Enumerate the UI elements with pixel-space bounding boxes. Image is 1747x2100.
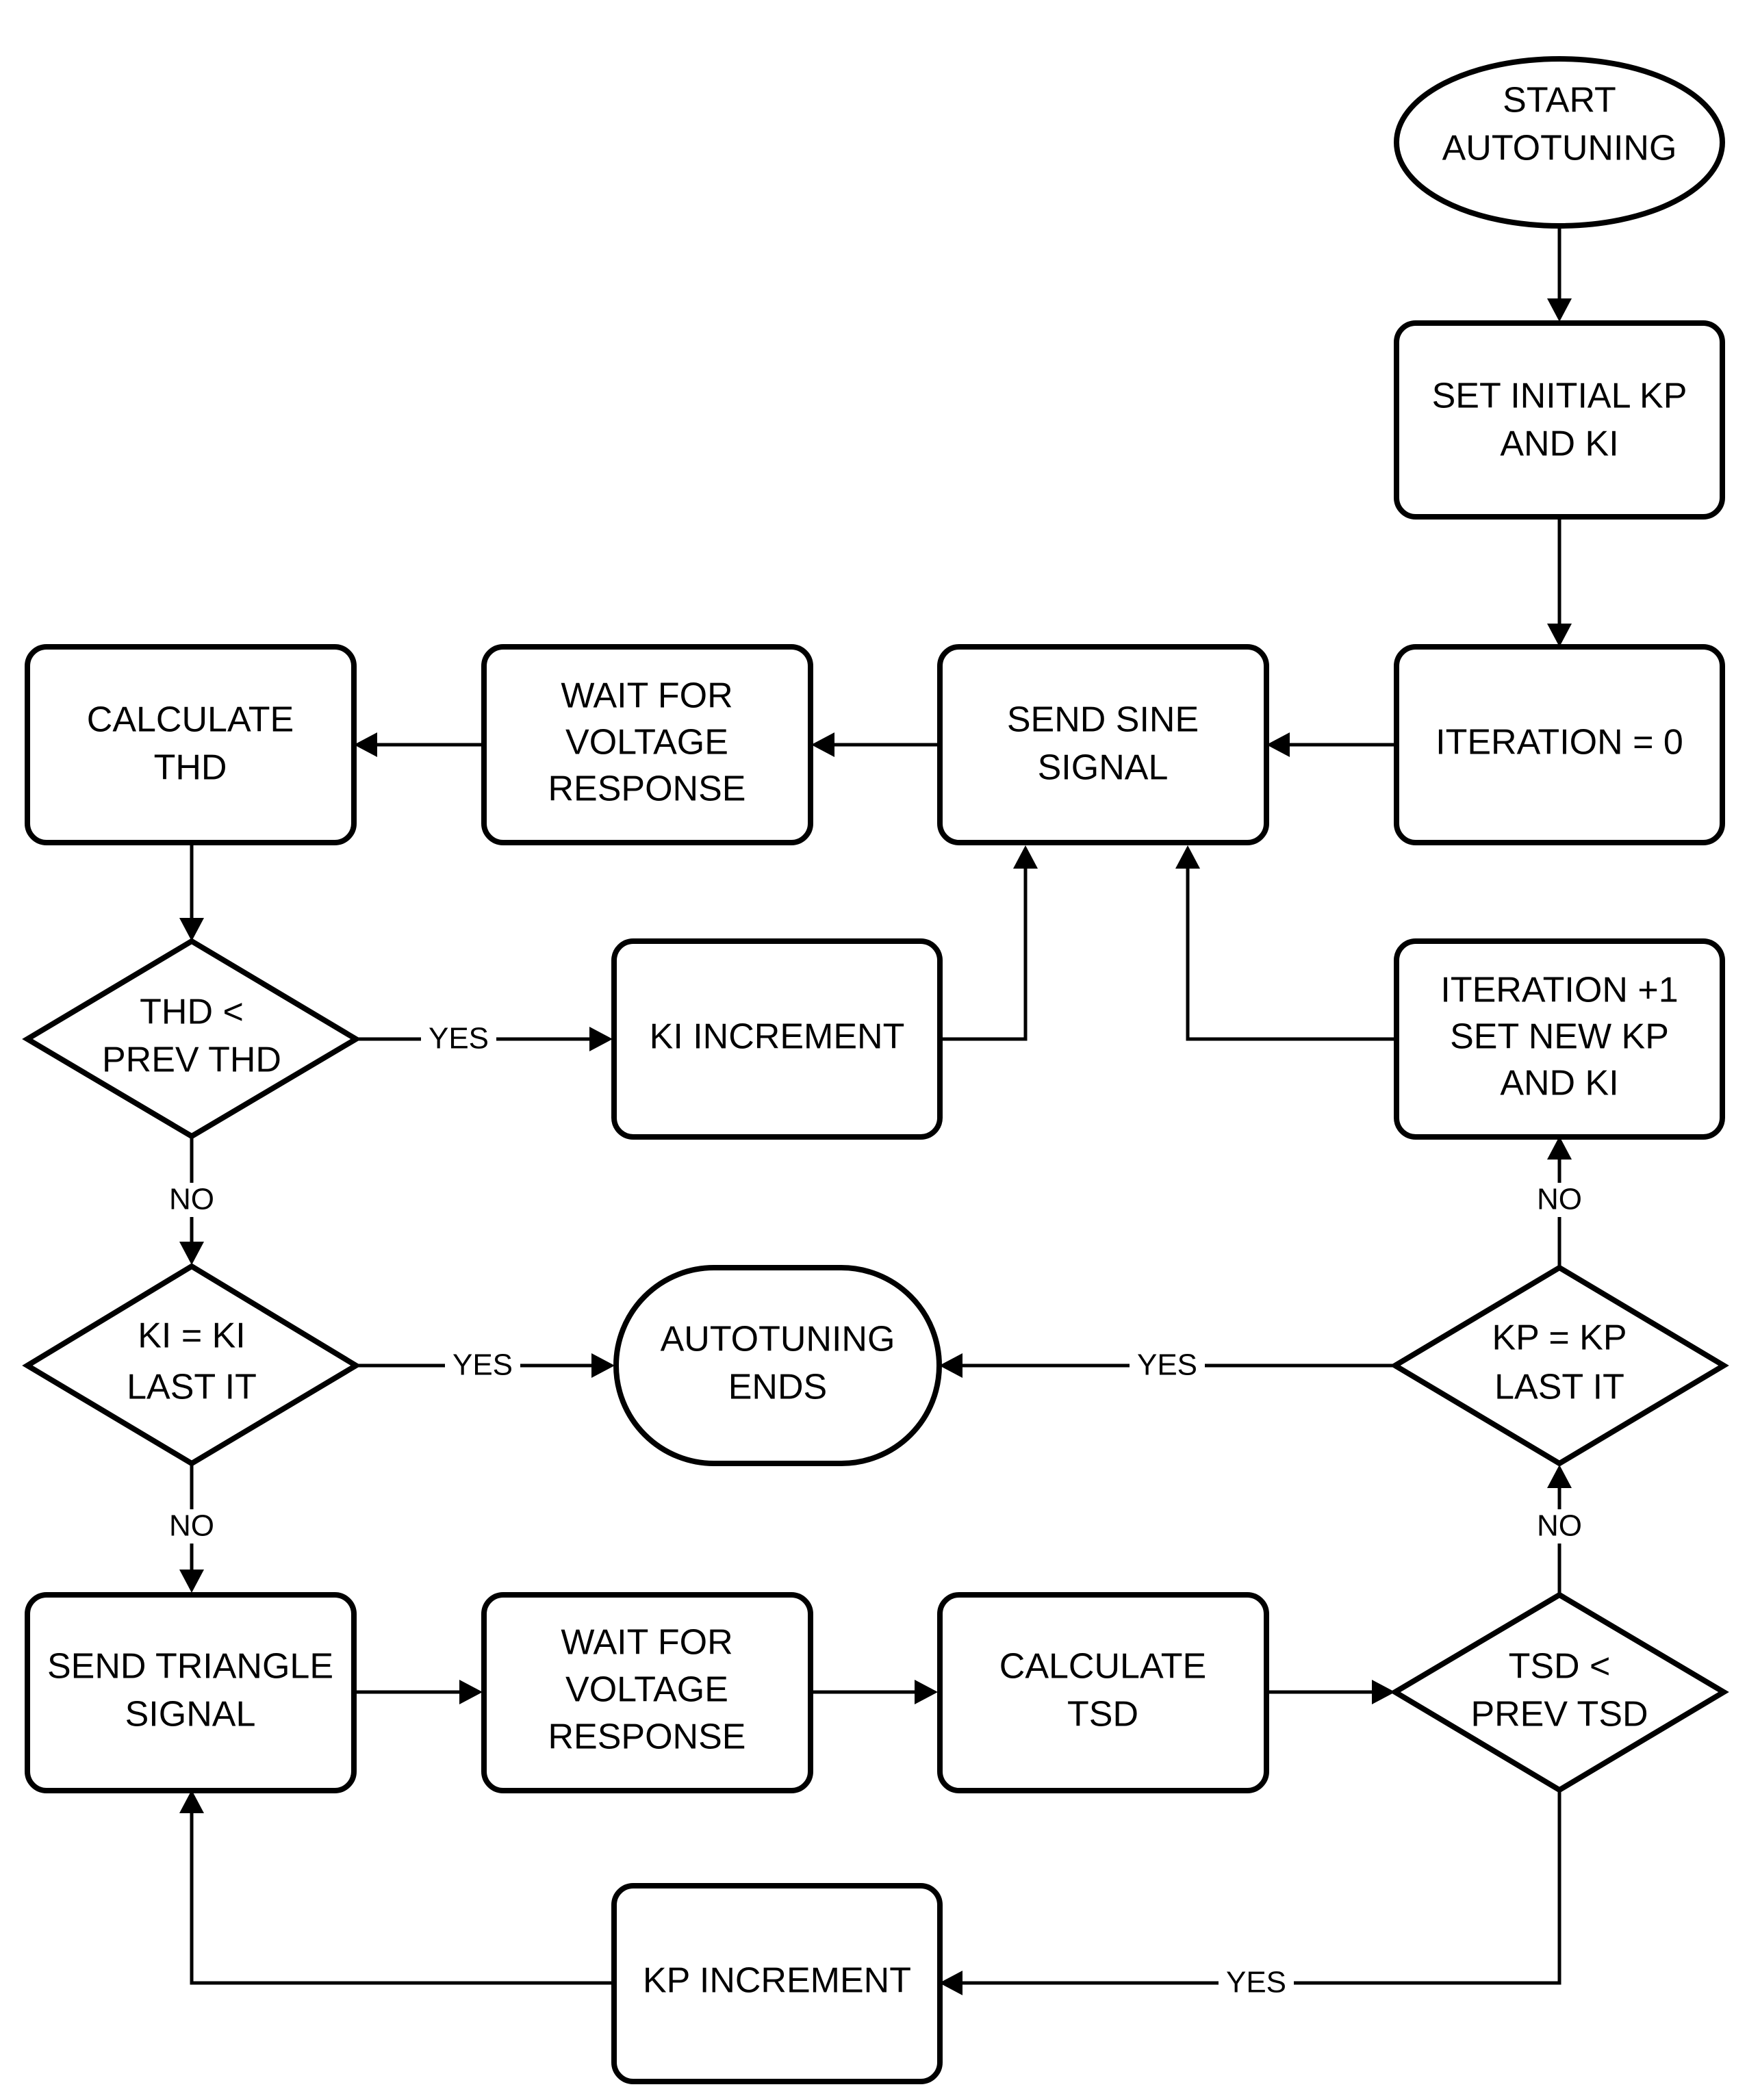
arrowhead xyxy=(1547,624,1572,647)
node-ki-last: KI = KI LAST IT xyxy=(22,1263,361,1467)
node-calc-thd: CALCULATE THD xyxy=(25,644,357,845)
node-calc-tsd: CALCULATE TSD xyxy=(937,1592,1269,1793)
arrowhead xyxy=(915,1680,938,1704)
node-thd-decision: THD < PREV THD xyxy=(22,938,361,1140)
label-ki-last-no: NO xyxy=(169,1509,214,1543)
edge-tsd-yes-to-kp-increment xyxy=(960,1790,1561,1985)
arrowhead xyxy=(1175,845,1200,869)
arrowhead xyxy=(811,732,834,757)
node-start-line-2: AUTOTUNING xyxy=(1442,129,1677,168)
arrowhead xyxy=(1372,1680,1395,1704)
node-ki-last-line-2: LAST IT xyxy=(127,1368,257,1407)
arrowhead xyxy=(591,1353,615,1378)
node-iteration-plus-line-3: AND KI xyxy=(1500,1064,1618,1103)
node-thd-decision-line-1: THD < xyxy=(140,993,244,1032)
arrowhead xyxy=(459,1680,483,1704)
label-kp-last-no: NO xyxy=(1537,1183,1582,1216)
node-wait-top-line-2: VOLTAGE xyxy=(565,723,728,763)
node-calc-tsd-line-1: CALCULATE xyxy=(999,1647,1206,1687)
node-set-initial: SET INITIAL KP AND KI xyxy=(1394,320,1725,520)
label-tsd-no: NO xyxy=(1537,1509,1582,1543)
node-iteration-plus-line-1: ITERATION +1 xyxy=(1440,971,1678,1010)
node-calc-thd-line-1: CALCULATE xyxy=(87,700,294,740)
arrowhead xyxy=(939,1353,962,1378)
node-wait-top: WAIT FOR VOLTAGE RESPONSE xyxy=(481,644,813,845)
arrowhead xyxy=(179,1790,204,1813)
arrowhead xyxy=(939,1971,962,1995)
node-wait-bottom: WAIT FOR VOLTAGE RESPONSE xyxy=(481,1592,813,1793)
node-kp-last-line-2: LAST IT xyxy=(1494,1368,1624,1407)
arrowhead xyxy=(1547,1465,1572,1488)
arrowhead xyxy=(1266,732,1290,757)
node-send-triangle-line-2: SIGNAL xyxy=(125,1695,256,1734)
node-calc-thd-line-2: THD xyxy=(154,748,227,788)
node-set-initial-line-1: SET INITIAL KP xyxy=(1432,376,1687,416)
node-kp-increment-line-1: KP INCREMENT xyxy=(643,1961,911,2001)
label-ki-last-yes: YES xyxy=(452,1348,513,1382)
node-kp-increment: KP INCREMENT xyxy=(611,1883,943,2084)
node-calc-tsd-line-2: TSD xyxy=(1067,1695,1138,1734)
node-autotuning-ends-line-2: ENDS xyxy=(728,1368,827,1407)
arrowhead xyxy=(1547,1136,1572,1160)
arrowhead xyxy=(179,1570,204,1593)
arrowhead xyxy=(589,1027,613,1051)
node-tsd-decision: TSD < PREV TSD xyxy=(1390,1591,1729,1793)
node-ki-increment-line-1: KI INCREMENT xyxy=(650,1017,905,1057)
node-wait-top-line-1: WAIT FOR xyxy=(561,676,732,716)
node-wait-bottom-line-3: RESPONSE xyxy=(548,1717,746,1757)
arrowhead xyxy=(179,918,204,941)
node-wait-bottom-line-2: VOLTAGE xyxy=(565,1670,728,1710)
label-thd-yes: YES xyxy=(429,1022,489,1055)
node-start-line-1: START xyxy=(1503,81,1616,120)
edge-ki-increment-to-send-sine xyxy=(941,866,1028,1041)
node-send-sine-line-1: SEND SINE xyxy=(1007,700,1199,740)
label-thd-no: NO xyxy=(169,1183,214,1216)
node-send-triangle: SEND TRIANGLE SIGNAL xyxy=(25,1592,357,1793)
node-iteration-zero-line-1: ITERATION = 0 xyxy=(1436,723,1683,763)
arrowhead xyxy=(1547,298,1572,322)
node-kp-last-line-1: KP = KP xyxy=(1492,1318,1627,1358)
node-iteration-plus-line-2: SET NEW KP xyxy=(1450,1017,1669,1057)
edge-kp-increment-to-send-triangle xyxy=(190,1810,615,1985)
node-wait-top-line-3: RESPONSE xyxy=(548,769,746,809)
arrowhead xyxy=(179,1242,204,1265)
node-send-triangle-line-1: SEND TRIANGLE xyxy=(47,1647,333,1687)
arrowhead xyxy=(1013,845,1038,869)
node-kp-last: KP = KP LAST IT xyxy=(1390,1264,1729,1467)
node-thd-decision-line-2: PREV THD xyxy=(102,1040,281,1080)
node-autotuning-ends-line-1: AUTOTUNING xyxy=(661,1320,895,1359)
node-set-initial-line-2: AND KI xyxy=(1500,424,1618,464)
node-start: START AUTOTUNING xyxy=(1394,56,1725,229)
arrowhead xyxy=(354,732,377,757)
label-tsd-yes: YES xyxy=(1226,1966,1286,1999)
edge-labels: YES NO YES YES NO NO NO YES xyxy=(161,1022,1590,2000)
node-tsd-decision-line-2: PREV TSD xyxy=(1470,1695,1648,1734)
label-kp-last-yes: YES xyxy=(1137,1348,1197,1382)
node-send-sine-line-2: SIGNAL xyxy=(1038,748,1169,788)
node-send-sine: SEND SINE SIGNAL xyxy=(937,644,1269,845)
node-iteration-plus: ITERATION +1 SET NEW KP AND KI xyxy=(1394,938,1725,1140)
node-wait-bottom-line-1: WAIT FOR xyxy=(561,1623,732,1663)
edge-iteration-plus-to-send-sine xyxy=(1186,866,1397,1041)
node-tsd-decision-line-1: TSD < xyxy=(1509,1647,1611,1687)
node-autotuning-ends: AUTOTUNING ENDS xyxy=(613,1265,942,1466)
node-ki-increment: KI INCREMENT xyxy=(611,938,943,1140)
node-iteration-zero: ITERATION = 0 xyxy=(1394,644,1725,845)
node-ki-last-line-1: KI = KI xyxy=(138,1316,246,1356)
